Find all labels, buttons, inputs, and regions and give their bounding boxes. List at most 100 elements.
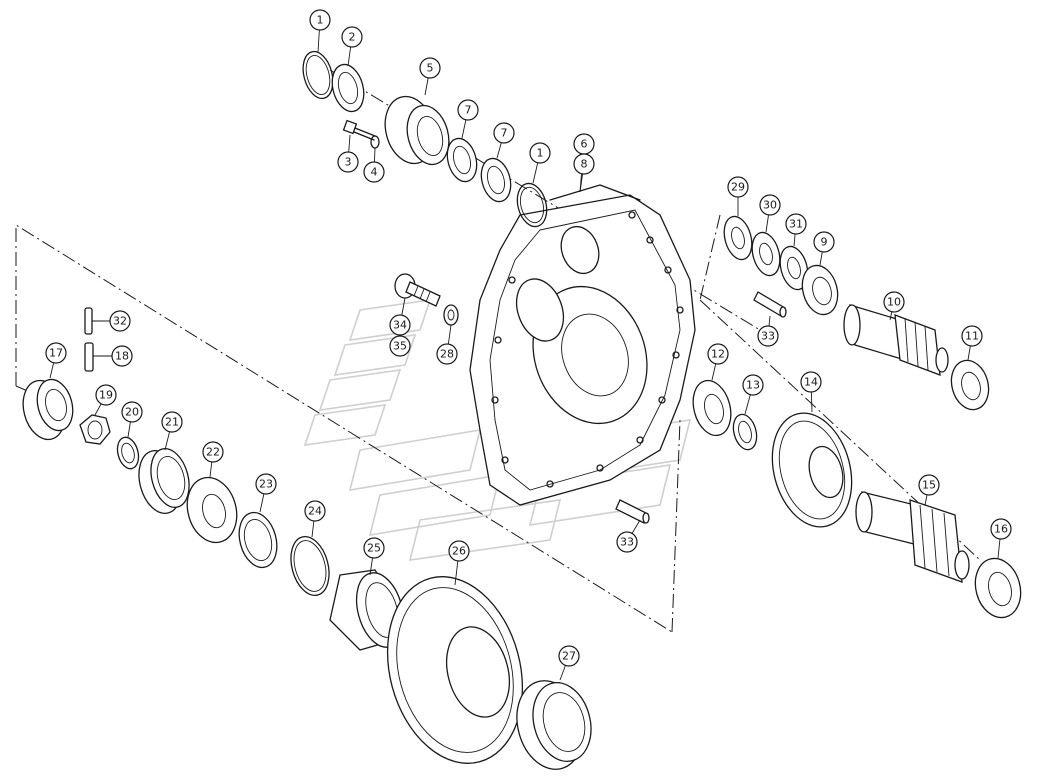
part-cover-17 <box>22 378 74 441</box>
callout-label: 1 <box>537 147 544 160</box>
part-shaft-10 <box>843 304 949 376</box>
callout-label: 33 <box>761 330 775 343</box>
callout-24: 24 <box>304 500 326 538</box>
callout-label: 26 <box>452 545 466 558</box>
callout-label: 1 <box>317 14 324 27</box>
callout-label: 5 <box>427 62 434 75</box>
callout-circle <box>616 531 638 553</box>
callout-label: 2 <box>349 31 356 44</box>
callout-label: 9 <box>821 236 828 249</box>
callout-circle <box>990 518 1012 540</box>
callout-label: 3 <box>345 156 352 169</box>
part-shim-29 <box>723 215 753 261</box>
callout-label: 17 <box>49 347 63 360</box>
callout-13: 13 <box>742 374 764 415</box>
callout-label: 32 <box>113 315 127 328</box>
callout-10: 10 <box>883 291 905 321</box>
callout-label: 8 <box>581 158 588 171</box>
part-bearing-9 <box>801 264 839 316</box>
callout-circle <box>363 537 385 559</box>
callout-circle <box>419 57 441 79</box>
callout-label: 4 <box>371 166 378 179</box>
callout-label: 21 <box>165 416 179 429</box>
callout-2: 2 <box>341 26 363 67</box>
callout-1: 1 <box>309 9 331 53</box>
part-nut-19 <box>79 414 111 445</box>
part-pin-33b <box>615 499 650 524</box>
callout-32: 32 <box>92 310 131 332</box>
part-bearing-22 <box>186 476 238 544</box>
callout-label: 6 <box>581 138 588 151</box>
part-pin-33a <box>753 291 787 318</box>
callout-circle <box>304 500 326 522</box>
callout-label: 28 <box>440 348 454 361</box>
callout-label: 7 <box>501 127 508 140</box>
callout-circle <box>389 335 411 357</box>
part-circlip-24 <box>290 536 330 596</box>
gear-housing <box>469 184 696 506</box>
callout-28: 28 <box>436 324 458 365</box>
callout-label: 31 <box>789 218 803 231</box>
callout-34: 34 <box>389 297 411 336</box>
part-bearing-16 <box>974 557 1022 619</box>
callout-33: 33 <box>616 519 641 553</box>
callout-11: 11 <box>961 325 983 361</box>
part-bearing-cup-27 <box>516 680 592 770</box>
part-sleeve-21 <box>138 448 190 514</box>
part-bolt-3 <box>342 119 376 141</box>
part-bearing-11 <box>950 359 990 411</box>
part-washer-4 <box>370 135 380 149</box>
callout-label: 19 <box>99 389 113 402</box>
callout-circle <box>309 9 331 31</box>
part-bearing-cover-5 <box>384 95 450 166</box>
callout-circle <box>337 151 359 173</box>
part-shim-23 <box>238 511 278 569</box>
callout-circle <box>573 153 595 175</box>
part-ring-20 <box>116 436 140 470</box>
part-gear-26 <box>386 576 524 764</box>
callout-circle <box>785 213 807 235</box>
callout-33: 33 <box>757 315 779 347</box>
callout-31: 31 <box>785 213 807 247</box>
callout-4: 4 <box>363 147 385 183</box>
callout-circle <box>727 176 749 198</box>
callout-circle <box>742 374 764 396</box>
callout-circle <box>800 371 822 393</box>
callout-circle <box>202 441 224 463</box>
callout-label: 23 <box>259 478 273 491</box>
callout-circle <box>363 161 385 183</box>
callout-7: 7 <box>493 122 515 159</box>
callout-circle <box>448 540 470 562</box>
part-gear-14 <box>771 412 853 528</box>
callout-circle <box>389 314 411 336</box>
callout-label: 10 <box>887 296 901 309</box>
part-shaft-15 <box>855 491 970 583</box>
callout-29: 29 <box>727 176 749 216</box>
callout-label: 16 <box>994 523 1008 536</box>
callout-23: 23 <box>255 473 277 513</box>
part-shim-7b <box>480 157 512 203</box>
part-ring-13 <box>732 413 758 451</box>
callout-35: 35 <box>389 335 411 357</box>
callout-label: 14 <box>804 376 818 389</box>
callout-21: 21 <box>161 411 183 451</box>
callout-1: 1 <box>529 142 551 184</box>
part-circlip-1a <box>302 50 334 100</box>
part-bearing-12 <box>692 379 732 437</box>
callout-circle <box>493 122 515 144</box>
part-shim-7a <box>446 137 478 183</box>
part-pin-32 <box>84 307 93 335</box>
callout-label: 18 <box>115 350 129 363</box>
callout-26: 26 <box>448 540 470 586</box>
callout-circle <box>813 231 835 253</box>
part-cone-25 <box>329 569 405 651</box>
callout-22: 22 <box>202 441 224 478</box>
callout-circle <box>111 345 133 367</box>
callout-30: 30 <box>759 194 781 233</box>
callout-circle <box>457 99 479 121</box>
callout-label: 7 <box>465 104 472 117</box>
callout-label: 29 <box>731 181 745 194</box>
callout-16: 16 <box>990 518 1012 559</box>
part-circlip-1b <box>516 182 548 228</box>
